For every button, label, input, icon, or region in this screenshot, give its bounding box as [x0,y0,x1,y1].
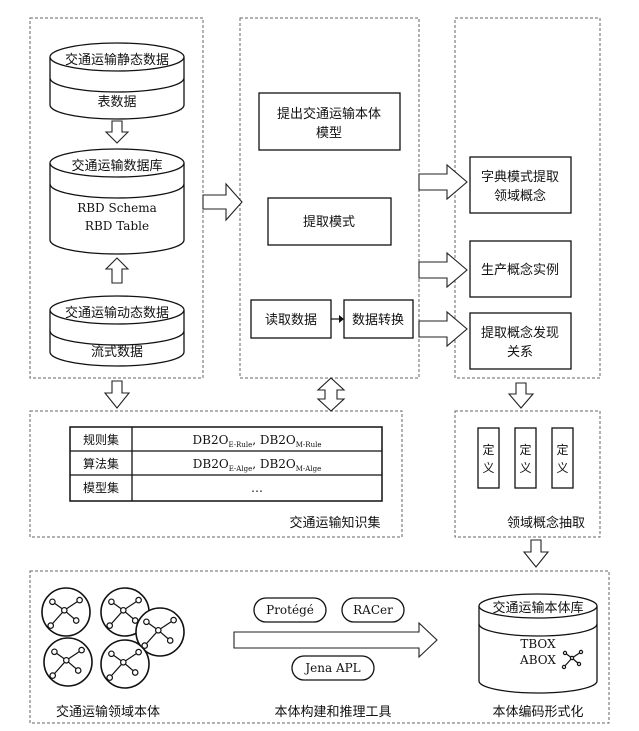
transport-database-cylinder: 交通运输数据库 RBD Schema RBD Table [49,148,185,255]
double-arrow-icon [316,377,346,412]
definition-card: 定 义 [514,427,537,489]
extract-schema-box: 提取模式 [267,197,392,246]
svg-text:义: 义 [482,461,494,475]
table-row-value: DB2OE-Rule, DB2OM-Rule [193,433,322,449]
static-data-cylinder: 交通运输静态数据 表数据 [49,42,185,120]
read-data-label: 读取数据 [265,313,317,328]
discover-relation-box: 提取概念发现 关系 [469,312,572,370]
ontology-node-icon [43,637,93,687]
ontology-network-group [41,587,185,689]
svg-text:定: 定 [519,442,531,457]
right-arrow-icon [418,163,468,201]
arrowhead-icon [339,315,344,323]
right-arrow-icon [233,621,438,659]
svg-text:Protégé: Protégé [266,603,314,617]
abox-label: ABOX [519,653,556,667]
dynamic-data-sub: 流式数据 [91,345,143,360]
down-arrow-icon [103,380,131,409]
domain-ontology-caption: 交通运输领域本体 [56,704,160,720]
right-arrow-icon [418,310,468,348]
read-data-box: 读取数据 [250,299,332,339]
jena-tool: Jena APL [291,655,375,681]
down-arrow-icon [522,539,550,568]
right-panel [454,17,601,379]
produce-instance-box: 生产概念实例 [469,240,572,298]
knowledge-set-caption: 交通运输知识集 [289,515,380,531]
svg-text:定: 定 [482,442,494,457]
knowledge-set-table: 规则集 算法集 模型集 DB2OE-Rule, DB2OM-Rule DB2OE… [69,426,383,502]
propose-model-line2: 模型 [316,126,342,141]
table-row-label: 算法集 [83,456,119,471]
tools-caption: 本体构建和推理工具 [274,705,391,720]
produce-instance-label: 生产概念实例 [481,262,559,278]
up-arrow-icon [104,257,130,284]
rbd-schema-label: RBD Schema [77,201,157,215]
svg-text:定: 定 [556,442,568,457]
ontology-node-icon [100,639,150,689]
dict-extract-line1: 字典模式提取 [481,169,559,185]
table-row-label: 模型集 [83,480,119,495]
discover-relation-line1: 提取概念发现 [481,325,559,341]
transport-db-title: 交通运输数据库 [71,158,162,174]
svg-text:义: 义 [556,461,568,475]
svg-text:义: 义 [519,461,531,475]
rbd-table-label: RBD Table [85,219,149,233]
svg-text:RACer: RACer [353,603,393,617]
extract-schema-label: 提取模式 [303,214,355,230]
down-arrow-icon [507,382,535,409]
dict-extract-box: 字典模式提取 领域概念 [469,156,572,214]
dynamic-data-title: 交通运输动态数据 [65,305,169,321]
table-row-value: DB2OE-Alge, DB2OM-Alge [193,457,321,473]
right-arrow-icon [202,182,243,222]
data-convert-label: 数据转换 [352,313,404,328]
dynamic-data-cylinder: 交通运输动态数据 流式数据 [49,295,185,367]
racer-tool: RACer [341,597,405,623]
right-arrow-icon [418,251,468,289]
dict-extract-line2: 领域概念 [494,188,546,204]
domain-concept-panel [454,410,601,538]
tbox-label: TBOX [520,637,556,651]
ontology-node-icon [41,587,91,637]
definition-card: 定 义 [551,427,574,489]
graph-network-icon [561,649,584,670]
ontology-format-caption: 本体编码形式化 [492,705,583,720]
definition-card: 定 义 [477,427,500,489]
table-row-value: … [251,481,263,495]
propose-model-box: 提出交通运输本体 模型 [258,92,401,151]
ontology-node-icon [135,607,185,657]
ontology-db-title: 交通运输本体库 [492,600,583,616]
data-convert-box: 数据转换 [343,299,414,339]
discover-relation-line2: 关系 [507,345,533,360]
bottom-panel [29,570,610,724]
middle-panel [239,17,420,379]
table-row-label: 规则集 [83,432,119,447]
static-data-title: 交通运输静态数据 [65,52,169,68]
ontology-database-cylinder: 交通运输本体库 TBOX ABOX [478,593,598,694]
knowledge-set-panel [29,410,403,538]
svg-text:Jena APL: Jena APL [303,661,360,675]
static-data-sub: 表数据 [97,95,136,110]
down-arrow-icon [104,120,130,144]
domain-concept-caption: 领域概念抽取 [507,515,585,531]
protege-tool: Protégé [253,597,327,623]
propose-model-line1: 提出交通运输本体 [277,106,381,122]
